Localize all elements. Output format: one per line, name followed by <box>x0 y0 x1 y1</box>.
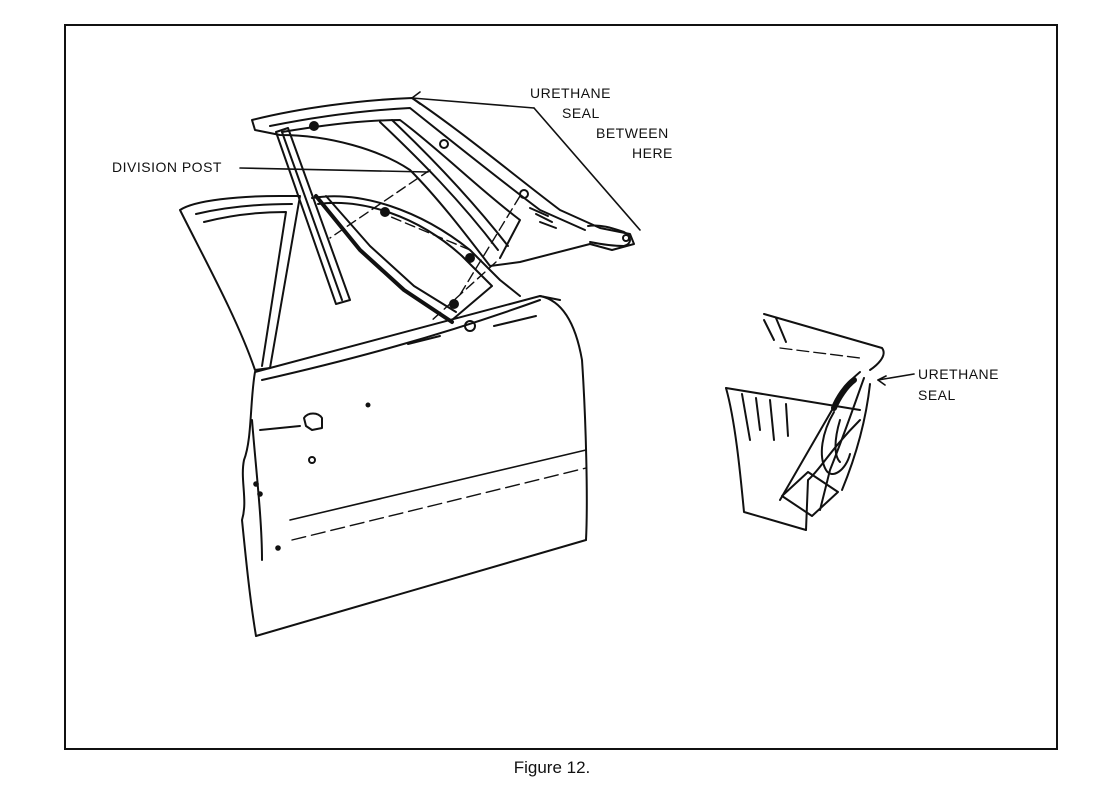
window-frame-assembly <box>251 97 635 267</box>
seal-detail-view <box>725 313 885 531</box>
urethane-seal-detail-label-line1: URETHANE <box>918 366 1000 382</box>
urethane-seal-detail-label-line2: SEAL <box>918 387 956 403</box>
urethane-seal-top-label-line1: URETHANE <box>530 85 612 101</box>
door-body <box>179 195 588 637</box>
leader-lines <box>239 91 915 386</box>
urethane-seal-top-label-line3: BETWEEN <box>596 125 669 141</box>
figure-frame <box>64 24 1058 750</box>
urethane-seal-top-label-line2: SEAL <box>562 105 600 121</box>
figure-caption: Figure 12. <box>513 758 591 777</box>
assembly-guide-lines <box>329 169 521 323</box>
division-post <box>275 127 351 305</box>
glass-run-channel <box>311 194 521 324</box>
division-post-label: DIVISION POST <box>112 159 222 175</box>
urethane-seal-top-label-line4: HERE <box>632 145 673 161</box>
